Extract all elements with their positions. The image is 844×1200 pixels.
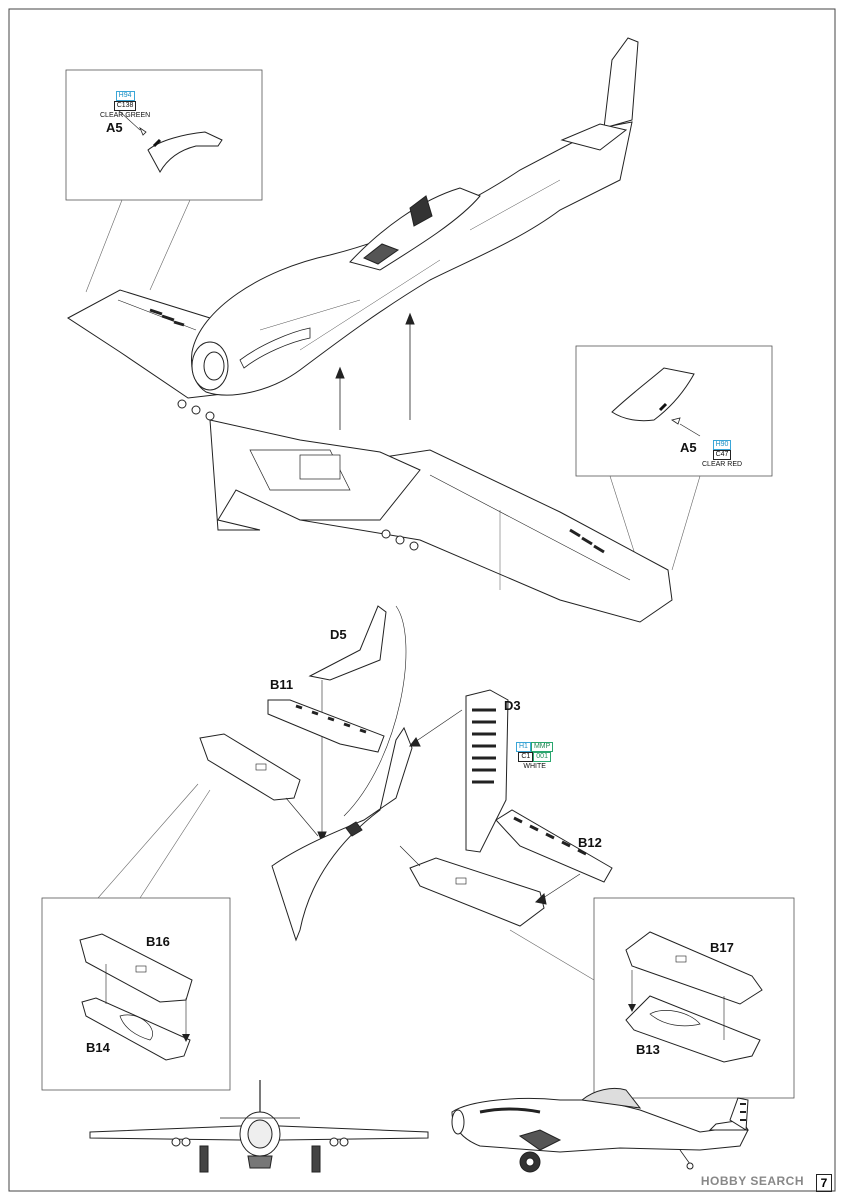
paint-code-h: H1 xyxy=(516,742,531,752)
watermark-logo: HOBBY SEARCH xyxy=(700,1174,804,1188)
paint-color-name: WHITE xyxy=(523,763,546,770)
front-view-aircraft xyxy=(89,1080,429,1173)
main-airframe xyxy=(67,37,673,623)
paint-code-c: C47 xyxy=(712,450,732,460)
paint-code-h: H90 xyxy=(712,440,732,450)
page-number: 7 xyxy=(816,1174,832,1192)
part-label-d3: D3 xyxy=(504,698,521,713)
paint-color-name: CLEAR GREEN xyxy=(100,112,151,119)
side-view-aircraft xyxy=(451,1087,749,1173)
paint-code-c: C1 xyxy=(518,752,534,762)
part-label-a5-left: A5 xyxy=(106,120,123,135)
part-label-d5: D5 xyxy=(330,627,347,642)
part-label-b14: B14 xyxy=(86,1040,110,1055)
part-label-b13: B13 xyxy=(636,1042,660,1057)
detail-box-stab-left xyxy=(41,783,231,1091)
paint-code-mmp: MMP xyxy=(530,742,554,752)
tail-assembly xyxy=(199,605,613,942)
paint-code-c: C138 xyxy=(113,101,137,111)
detail-box-stab-right xyxy=(509,897,795,1099)
part-label-b11: B11 xyxy=(270,677,294,692)
paint-callout-clear-red: H90 C47 CLEAR RED xyxy=(702,440,742,469)
part-label-b12: B12 xyxy=(578,835,602,850)
paint-color-name: CLEAR RED xyxy=(702,461,743,468)
detail-box-wingtip-left xyxy=(65,69,263,293)
part-label-b16: B16 xyxy=(146,934,170,949)
paint-code-mmp-number: 001 xyxy=(533,752,551,762)
page-frame xyxy=(8,8,836,1192)
part-label-a5-right: A5 xyxy=(680,440,697,455)
part-label-b17: B17 xyxy=(710,940,734,955)
paint-code-h: H94 xyxy=(115,91,135,101)
paint-callout-clear-green: H94 C138 CLEAR GREEN xyxy=(100,91,150,120)
detail-box-wingtip-right xyxy=(575,345,773,571)
